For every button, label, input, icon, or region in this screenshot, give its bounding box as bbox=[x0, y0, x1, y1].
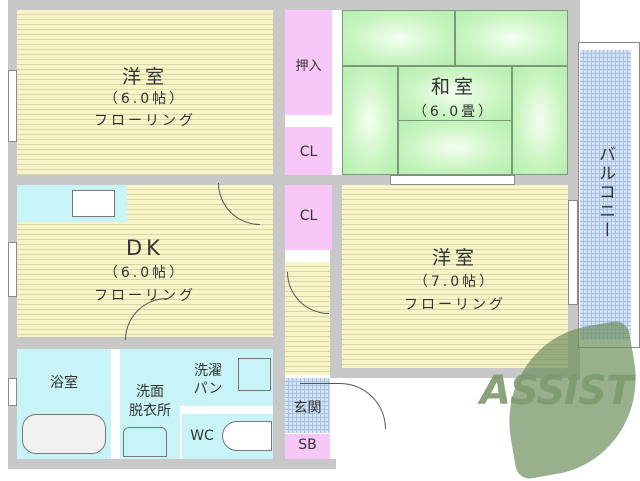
tatami-mat bbox=[455, 10, 568, 66]
inner-wall bbox=[8, 337, 338, 349]
western-room-2-floor: フローリング bbox=[404, 297, 506, 313]
western-room-1-size: （6.0帖） bbox=[103, 91, 187, 107]
western-room-2-name: 洋室 bbox=[431, 247, 478, 269]
japanese-room-size: （6.0畳） bbox=[412, 104, 496, 120]
toilet-icon bbox=[222, 421, 272, 451]
washroom-label-2: 脱衣所 bbox=[129, 403, 171, 419]
western-room-1 bbox=[17, 10, 273, 175]
sink-icon bbox=[72, 190, 115, 217]
window bbox=[390, 175, 515, 185]
window bbox=[8, 70, 17, 142]
inner-wall bbox=[330, 185, 342, 378]
tatami-mat bbox=[342, 66, 398, 175]
oshiire-closet bbox=[285, 10, 332, 115]
washbasin-icon bbox=[123, 427, 167, 457]
bathroom-label: 浴室 bbox=[50, 375, 78, 391]
tatami-mat bbox=[398, 66, 512, 121]
western-room-1-floor: フローリング bbox=[94, 113, 196, 129]
window bbox=[8, 242, 17, 297]
window bbox=[568, 200, 578, 305]
closet-1-label: CL bbox=[299, 144, 318, 160]
dk-floor: フローリング bbox=[94, 288, 196, 304]
outer-wall bbox=[8, 0, 17, 469]
balcony-floor bbox=[580, 50, 631, 340]
inner-wall bbox=[8, 175, 585, 185]
tatami-mat bbox=[512, 66, 568, 175]
dk-size: （6.0帖） bbox=[103, 265, 187, 281]
balcony-label: バルコニー bbox=[595, 145, 615, 240]
shoe-box bbox=[285, 434, 330, 459]
oshiire-label: 押入 bbox=[295, 59, 322, 74]
laundry-label-2: パン bbox=[193, 381, 223, 397]
watermark-text: ASSIST bbox=[480, 368, 633, 414]
shoe-box-label: SB bbox=[298, 437, 317, 453]
window bbox=[8, 378, 17, 406]
tatami-mat bbox=[342, 10, 455, 66]
bathtub-icon bbox=[22, 414, 106, 454]
inner-wall bbox=[273, 0, 285, 469]
dk-name: DK bbox=[126, 236, 164, 260]
japanese-room-name: 和室 bbox=[430, 76, 477, 98]
western-room-2-size: （7.0帖） bbox=[413, 274, 497, 290]
closet-1 bbox=[285, 127, 332, 175]
tatami-mat bbox=[398, 120, 512, 175]
outer-wall bbox=[8, 0, 580, 10]
toilet-label: WC bbox=[190, 428, 214, 444]
closet-2 bbox=[285, 185, 332, 250]
entrance-door-swing bbox=[300, 383, 386, 429]
washing-pan-icon bbox=[238, 358, 271, 391]
laundry-label-1: 洗濯 bbox=[194, 363, 222, 379]
western-room-2 bbox=[342, 185, 568, 368]
floorplan: 洋室 （6.0帖） フローリング 押入 CL CL 和室 （6.0畳） バルコニ… bbox=[8, 0, 640, 481]
japanese-room bbox=[342, 10, 568, 175]
closet-2-label: CL bbox=[299, 208, 318, 224]
outer-wall bbox=[330, 368, 580, 378]
outer-wall bbox=[8, 459, 336, 469]
washroom-label-1: 洗面 bbox=[136, 384, 164, 400]
western-room-1-name: 洋室 bbox=[121, 66, 168, 88]
